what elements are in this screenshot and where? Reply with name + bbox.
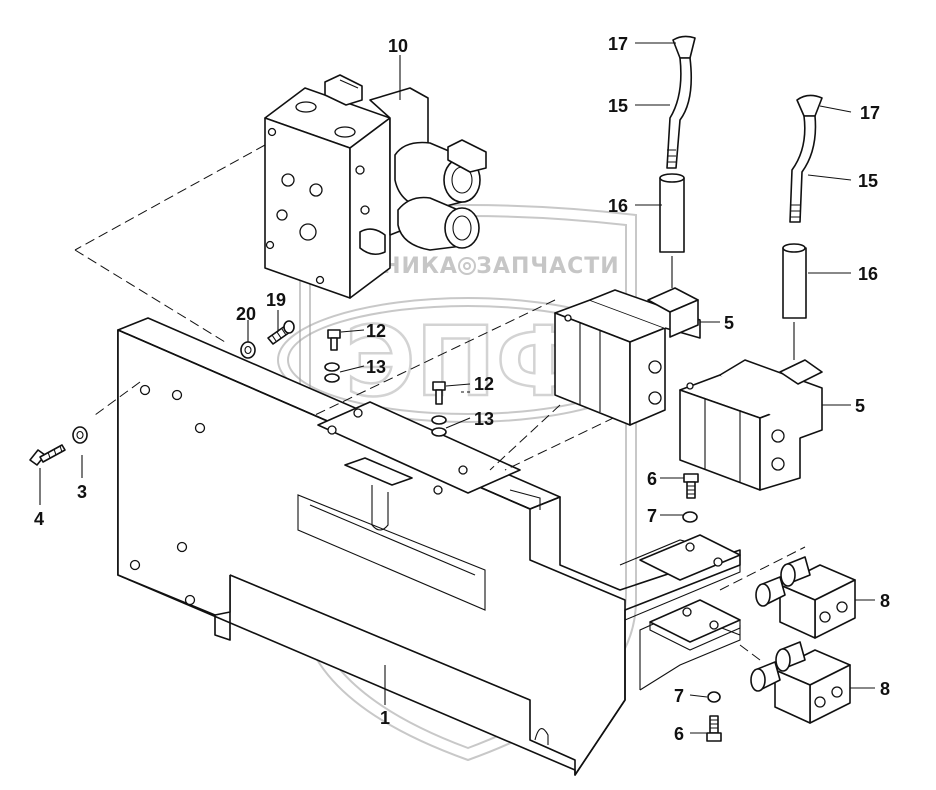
callout-8-upper: 8	[880, 591, 890, 611]
callout-17-left: 17	[608, 34, 628, 54]
assembly-guide-lines	[74, 144, 806, 661]
bolt-part-4	[29, 444, 66, 466]
frame-part-1	[117, 317, 741, 776]
callout-13-left: 13	[366, 357, 386, 377]
callout-15-left: 15	[608, 96, 628, 116]
callout-4: 4	[34, 509, 44, 529]
washer-part-7-upper	[682, 511, 698, 523]
valve-block-part-10	[264, 74, 487, 299]
callout-1: 1	[380, 708, 390, 728]
callout-6-upper: 6	[647, 469, 657, 489]
callout-13-right: 13	[474, 409, 494, 429]
callout-10: 10	[388, 36, 408, 56]
callout-5-lower: 5	[855, 396, 865, 416]
bolt-part-12-right	[432, 381, 446, 405]
callout-7-upper: 7	[647, 506, 657, 526]
callout-12-right: 12	[474, 374, 494, 394]
bolt-part-6-lower	[706, 715, 722, 742]
control-valve-part-5-lower	[679, 359, 823, 491]
washer-part-7-lower	[707, 691, 721, 703]
fitting-part-8-lower	[750, 641, 851, 724]
callout-19: 19	[266, 290, 286, 310]
leader-lines	[39, 42, 875, 734]
callout-17-right: 17	[860, 103, 880, 123]
gear-icon	[458, 257, 476, 275]
callout-8-lower: 8	[880, 679, 890, 699]
washer-part-13-right	[431, 415, 447, 437]
lever-assembly-right	[782, 94, 823, 360]
washer-part-3	[72, 426, 88, 444]
nut-part-20	[240, 341, 256, 359]
callout-7-lower: 7	[674, 686, 684, 706]
fitting-part-8-upper	[755, 556, 856, 639]
callout-6-lower: 6	[674, 724, 684, 744]
control-valve-part-5-upper	[554, 287, 701, 426]
callout-20: 20	[236, 304, 256, 324]
callout-12-left: 12	[366, 321, 386, 341]
callout-3: 3	[77, 482, 87, 502]
bolt-part-12-left	[327, 329, 341, 351]
callout-5-upper: 5	[724, 313, 734, 333]
lever-assembly-left	[659, 35, 696, 288]
callout-16-right: 16	[858, 264, 878, 284]
screw-part-19	[267, 320, 295, 345]
washer-part-13-left	[324, 362, 340, 383]
callout-labels: 10 17 15 16 17 15 16 5 5 12 13 12 13 20 …	[34, 34, 890, 744]
callout-15-right: 15	[858, 171, 878, 191]
bolt-part-6-upper	[683, 473, 699, 499]
watermark-right-word: ЗАПЧАСТИ	[476, 254, 619, 279]
watermark-monogram: ЭПФ	[345, 306, 591, 418]
callout-16-left: 16	[608, 196, 628, 216]
